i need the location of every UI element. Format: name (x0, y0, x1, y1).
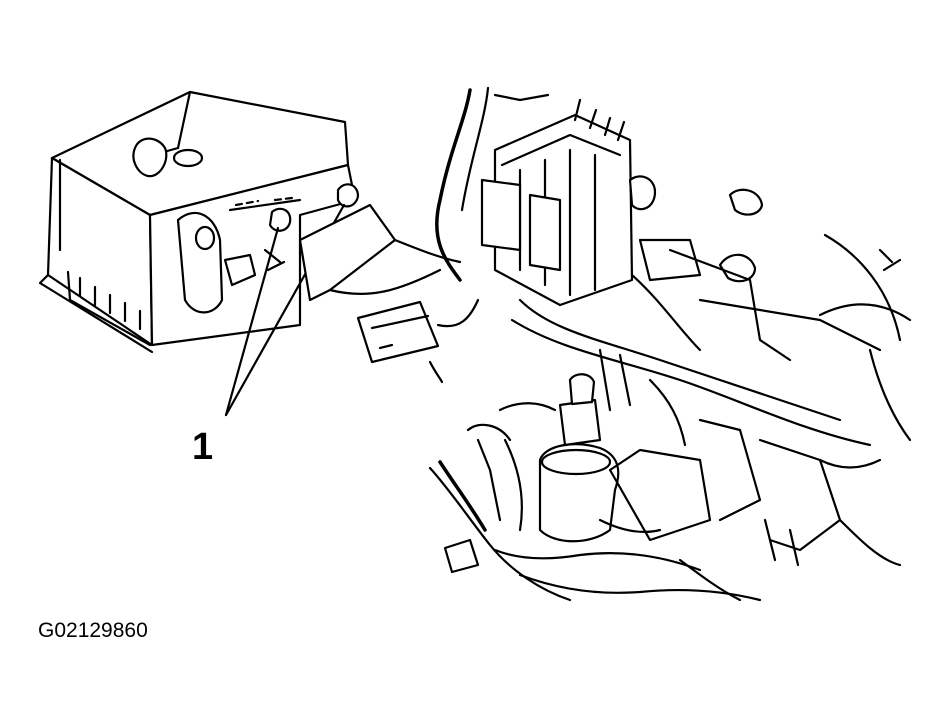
underhood-fuse-box (38, 90, 360, 354)
figure-id-label: G02129860 (38, 619, 148, 642)
wiring-harness-and-connector (298, 203, 480, 384)
callout-number: 1 (192, 426, 214, 468)
lower-engine-area (428, 348, 902, 602)
engine-components (435, 86, 912, 447)
